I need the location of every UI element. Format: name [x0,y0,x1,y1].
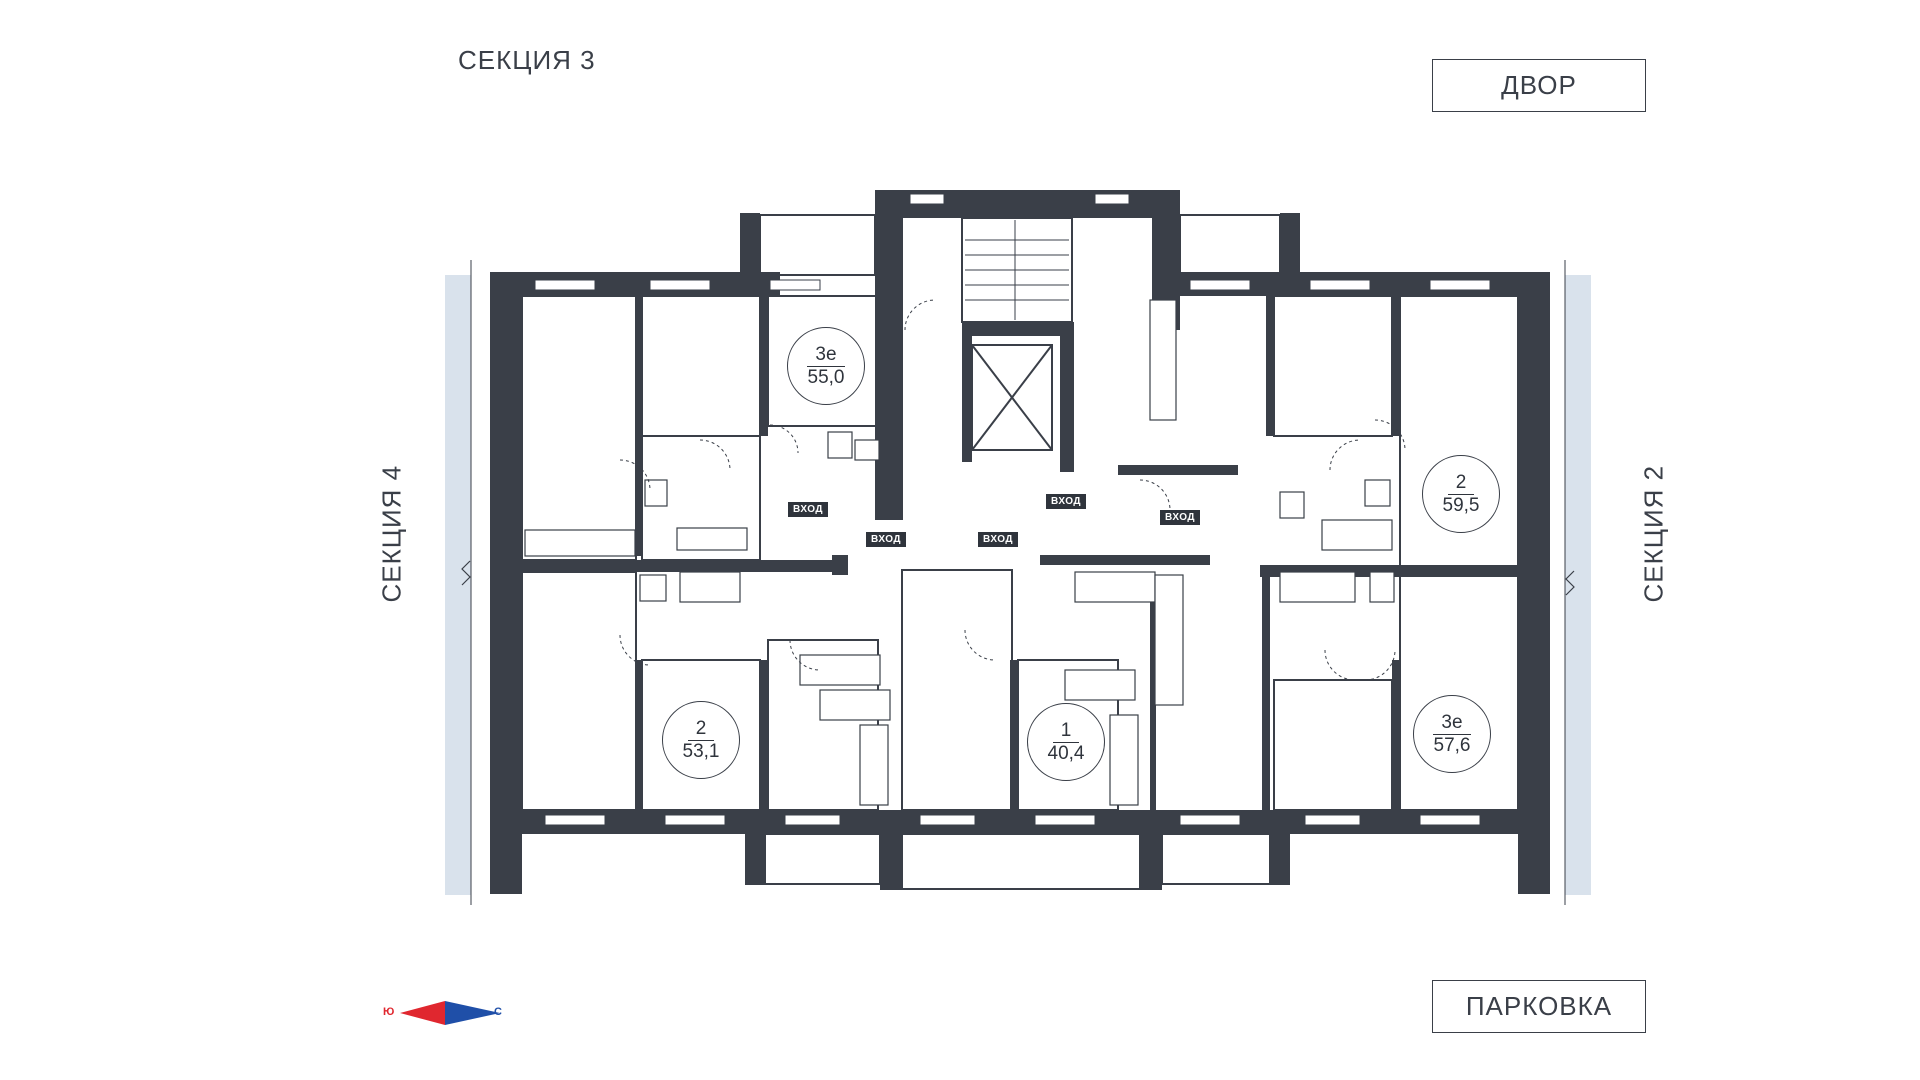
section-4-label: СЕКЦИЯ 4 [376,464,407,603]
entry-tag: ВХОД [788,502,829,517]
apartment-type: 3е [807,344,845,367]
entry-tag: ВХОД [978,532,1019,547]
compass-north-pointer [445,1001,500,1025]
apartment-area: 40,4 [1047,742,1085,764]
apartment-type: 1 [1052,720,1080,743]
apartment-area: 53,1 [682,740,720,762]
entry-tag: ВХОД [866,532,907,547]
compass-north-label: С [494,1006,502,1018]
entry-tag: ВХОД [1160,510,1201,525]
glazing-strip-right [1565,275,1591,895]
section-3-label: СЕКЦИЯ 3 [458,45,596,75]
section-2-label: СЕКЦИЯ 2 [1638,464,1669,603]
apartment-badge[interactable]: 1 40,4 [1027,703,1105,781]
entry-tag: ВХОД [1046,494,1087,509]
apartment-area: 57,6 [1433,734,1471,756]
apartment-type: 3е [1433,712,1471,735]
apartment-type: 2 [1447,472,1475,495]
apartment-badge[interactable]: 2 53,1 [662,701,740,779]
glazing-strip-left [445,275,471,895]
apartment-area: 55,0 [807,366,845,388]
apartment-badge[interactable]: 2 59,5 [1422,455,1500,533]
parking-label: ПАРКОВКА [1432,980,1646,1033]
compass-south-label: Ю [383,1006,395,1018]
apartment-badge[interactable]: 3е 55,0 [787,327,865,405]
apartment-area: 59,5 [1442,494,1480,516]
apartment-type: 2 [687,718,715,741]
apartment-badge[interactable]: 3е 57,6 [1413,695,1491,773]
compass-south-pointer [400,1001,445,1025]
courtyard-label: ДВОР [1432,59,1646,112]
compass-icon [400,1001,500,1025]
